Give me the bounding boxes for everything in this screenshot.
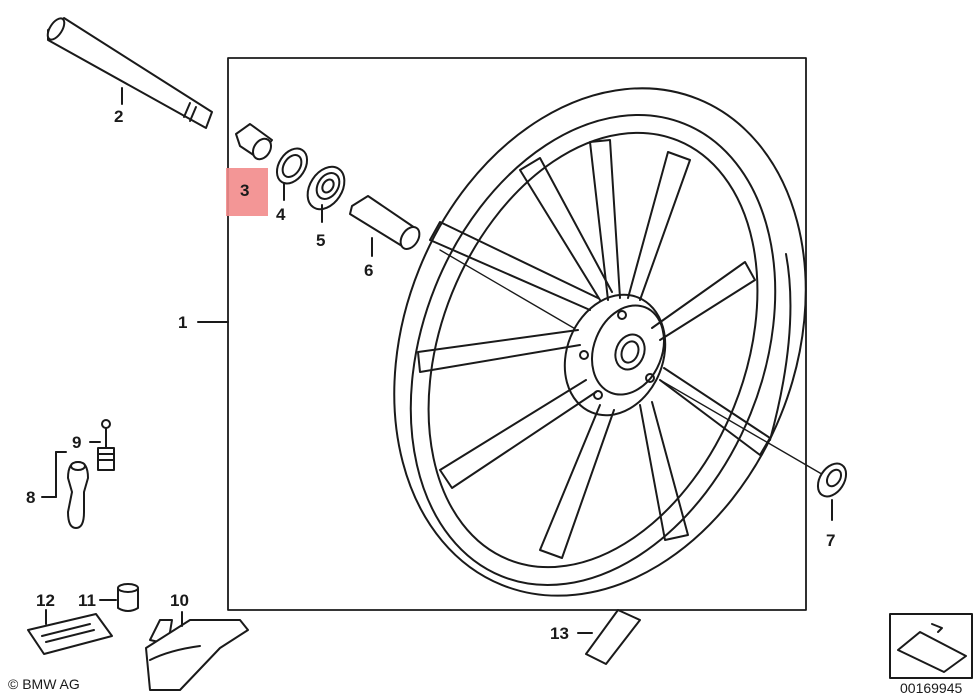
cap-part-11 [117, 583, 139, 612]
valve-part-8 [67, 461, 89, 529]
copyright-text: © BMW AG [8, 676, 80, 692]
label-part-2[interactable]: 2 [114, 107, 124, 126]
label-part-3[interactable]: 3 [240, 181, 250, 200]
label-part-7[interactable]: 7 [826, 531, 836, 550]
wheel-part-1 [393, 87, 807, 597]
label-part-5[interactable]: 5 [316, 231, 326, 250]
part-3-highlight [226, 168, 268, 216]
sleeve-part-6 [349, 195, 421, 250]
diagram-type-icon [889, 613, 973, 679]
label-part-1[interactable]: 1 [178, 313, 188, 332]
spacer-sleeve-part-3 [235, 123, 273, 161]
label-part-4[interactable]: 4 [276, 205, 286, 224]
spacer-ring-part-7 [816, 462, 848, 498]
bearing-part-5 [306, 165, 346, 211]
axle-part-2 [46, 17, 213, 129]
label-part-8[interactable]: 8 [26, 488, 36, 507]
valve-core-part-9 [97, 419, 115, 471]
label-part-6[interactable]: 6 [364, 261, 374, 280]
diagram-number: 00169945 [900, 680, 963, 696]
label-part-12[interactable]: 12 [36, 591, 55, 610]
ring-part-4 [275, 147, 309, 185]
label-part-13[interactable]: 13 [550, 624, 569, 643]
label-part-12 [27, 613, 113, 655]
valve-clip-part-10 [145, 619, 249, 691]
label-part-10[interactable]: 10 [170, 591, 189, 610]
label-part-9[interactable]: 9 [72, 433, 82, 452]
assembly-frame [227, 57, 807, 611]
strip-part-13 [585, 609, 641, 665]
label-part-11[interactable]: 11 [78, 591, 96, 610]
